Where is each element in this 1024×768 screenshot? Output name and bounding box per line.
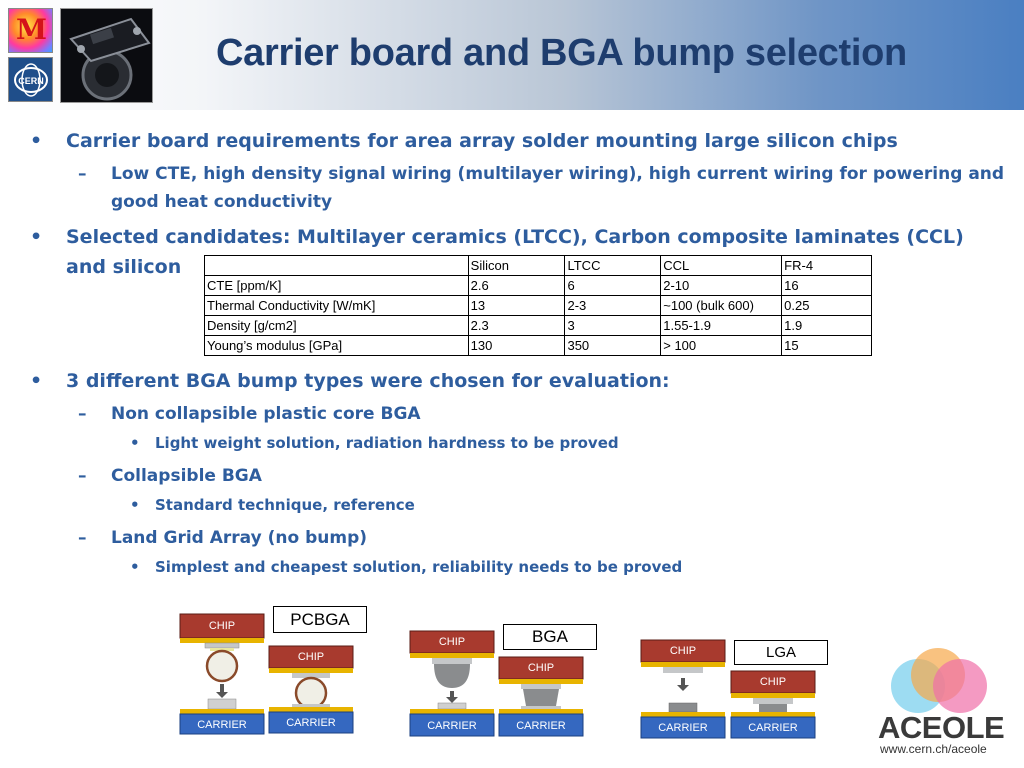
lga-label: LGA [734, 640, 828, 665]
carrier-label: CARRIER [286, 717, 336, 729]
aceole-logo: ACEOLE www.cern.ch/aceole [872, 640, 1012, 760]
table-cell: Density [g/cm2] [204, 315, 469, 336]
bullet-l3-light-weight: • Light weight solution, radiation hardn… [30, 430, 1010, 456]
aceole-url: www.cern.ch/aceole [880, 742, 987, 756]
carrier-label: CARRIER [197, 719, 247, 731]
table-cell: 2.3 [467, 315, 566, 336]
carrier-label: CARRIER [516, 720, 566, 732]
chip-label: CHIP [209, 620, 235, 632]
cern-logo: CERN [8, 57, 53, 102]
detector-photo-image [61, 9, 152, 102]
carrier-label: CARRIER [427, 720, 477, 732]
bullet-list: • Carrier board requirements for area ar… [30, 126, 1010, 580]
bga-diagram: CHIP CARRIER CHIP CARRIER [409, 630, 584, 737]
bullet-l2-low-cte: – Low CTE, high density signal wiring (m… [30, 160, 1010, 216]
bullet-marker: – [78, 466, 87, 486]
bullet-l2-collapsible: – Collapsible BGA [30, 462, 1010, 490]
chip-label: CHIP [670, 645, 696, 657]
table-cell: 15 [781, 335, 872, 356]
lga-diagram: CHIP CARRIER CHIP CARRIER [640, 639, 816, 739]
mpi-logo: M [8, 8, 53, 53]
chip-label: CHIP [298, 651, 324, 663]
table-row: Young’s modulus [GPa] 130 350 > 100 15 [204, 335, 872, 356]
slide-title: Carrier board and BGA bump selection [216, 32, 907, 74]
bullet-l3-simplest: • Simplest and cheapest solution, reliab… [30, 554, 1010, 580]
table-cell: 13 [467, 295, 566, 316]
arrow-down-icon [216, 692, 228, 698]
material-comparison-table: Silicon LTCC CCL FR-4 CTE [ppm/K] 2.6 6 … [204, 255, 872, 356]
aceole-wordmark: ACEOLE [878, 710, 1005, 745]
table-cell: > 100 [660, 335, 783, 356]
bullet-l1-selected-candidates: • Selected candidates: Multilayer cerami… [30, 222, 990, 282]
bullet-marker: • [30, 130, 43, 152]
bullet-l1-bump-types: • 3 different BGA bump types were chosen… [30, 366, 1010, 396]
bullet-l2-plastic-core: – Non collapsible plastic core BGA [30, 400, 1010, 428]
table-cell: Young’s modulus [GPa] [204, 335, 469, 356]
bullet-l1-carrier-requirements: • Carrier board requirements for area ar… [30, 126, 1010, 156]
pcbga-label: PCBGA [273, 606, 367, 633]
aceole-circles-icon [891, 648, 987, 713]
arrow-down-icon [446, 697, 458, 703]
pcbga-diagram: CHIP CARRIER CHIP CARRIER [179, 613, 354, 735]
table-header-cell: CCL [660, 255, 783, 276]
table-row: Thermal Conductivity [W/mK] 13 2-3 ~100 … [204, 295, 872, 316]
bullet-marker: • [130, 434, 140, 452]
carrier-label: CARRIER [658, 722, 708, 734]
detector-photo [60, 8, 153, 103]
slide-header: M CERN Carrier board and BGA bump select… [0, 0, 1024, 110]
bullet-marker: • [30, 370, 43, 392]
arrow-down-icon [677, 685, 689, 691]
chip-label: CHIP [528, 662, 554, 674]
table-cell: 350 [564, 335, 662, 356]
bullet-marker: – [78, 164, 87, 184]
bga-label: BGA [503, 624, 597, 650]
cern-logo-icon: CERN [14, 63, 48, 97]
bullet-l3-standard: • Standard technique, reference [30, 492, 1010, 518]
chip-label: CHIP [439, 636, 465, 648]
bullet-marker: • [130, 496, 140, 514]
table-row: CTE [ppm/K] 2.6 6 2-10 16 [204, 275, 872, 296]
bullet-marker: – [78, 528, 87, 548]
cern-logo-text: CERN [18, 76, 44, 86]
carrier-label: CARRIER [748, 722, 798, 734]
bullet-marker: • [30, 226, 43, 248]
table-cell: 130 [467, 335, 566, 356]
bullet-marker: • [130, 558, 140, 576]
bullet-l2-land-grid: – Land Grid Array (no bump) [30, 524, 1010, 552]
bullet-marker: – [78, 404, 87, 424]
chip-label: CHIP [760, 676, 786, 688]
